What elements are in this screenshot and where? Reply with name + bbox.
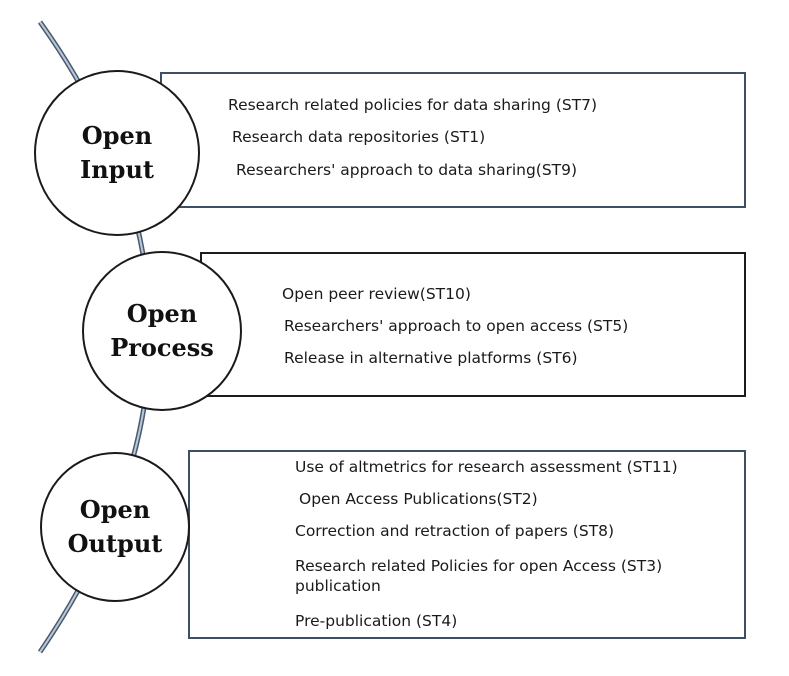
open-input-circle: Open Input	[34, 70, 200, 236]
open-process-label-line2: Process	[110, 333, 214, 362]
open-output-item-3: Correction and retraction of papers (ST8…	[295, 522, 615, 540]
open-input-item-2: Research data repositories (ST1)	[232, 128, 486, 146]
open-process-label: Open Process	[110, 297, 214, 365]
open-process-box: Open peer review(ST10) Researchers' appr…	[200, 252, 746, 397]
open-output-item-5: Pre-publication (ST4)	[295, 612, 458, 630]
open-output-item-4: Research related Policies for open Acces…	[295, 557, 663, 595]
open-input-label-line1: Open	[81, 121, 153, 150]
open-output-circle: Open Output	[40, 452, 190, 602]
open-output-item-1: Use of altmetrics for research assessmen…	[295, 458, 678, 476]
open-output-label: Open Output	[68, 493, 163, 561]
open-process-circle: Open Process	[82, 251, 242, 411]
open-process-label-line1: Open	[126, 299, 198, 328]
open-input-item-1: Research related policies for data shari…	[228, 96, 598, 114]
open-input-label-line2: Input	[80, 155, 154, 184]
open-output-box: Use of altmetrics for research assessmen…	[188, 450, 746, 639]
open-output-item-2: Open Access Publications(ST2)	[299, 490, 538, 508]
open-input-label: Open Input	[80, 119, 154, 187]
open-input-box: Research related policies for data shari…	[160, 72, 746, 208]
open-process-item-3: Release in alternative platforms (ST6)	[284, 349, 578, 367]
open-process-item-1: Open peer review(ST10)	[282, 285, 471, 303]
open-process-item-2: Researchers' approach to open access (ST…	[284, 317, 629, 335]
open-output-label-line2: Output	[67, 529, 163, 558]
open-input-item-3: Researchers' approach to data sharing(ST…	[236, 161, 578, 179]
open-output-label-line1: Open	[79, 495, 151, 524]
